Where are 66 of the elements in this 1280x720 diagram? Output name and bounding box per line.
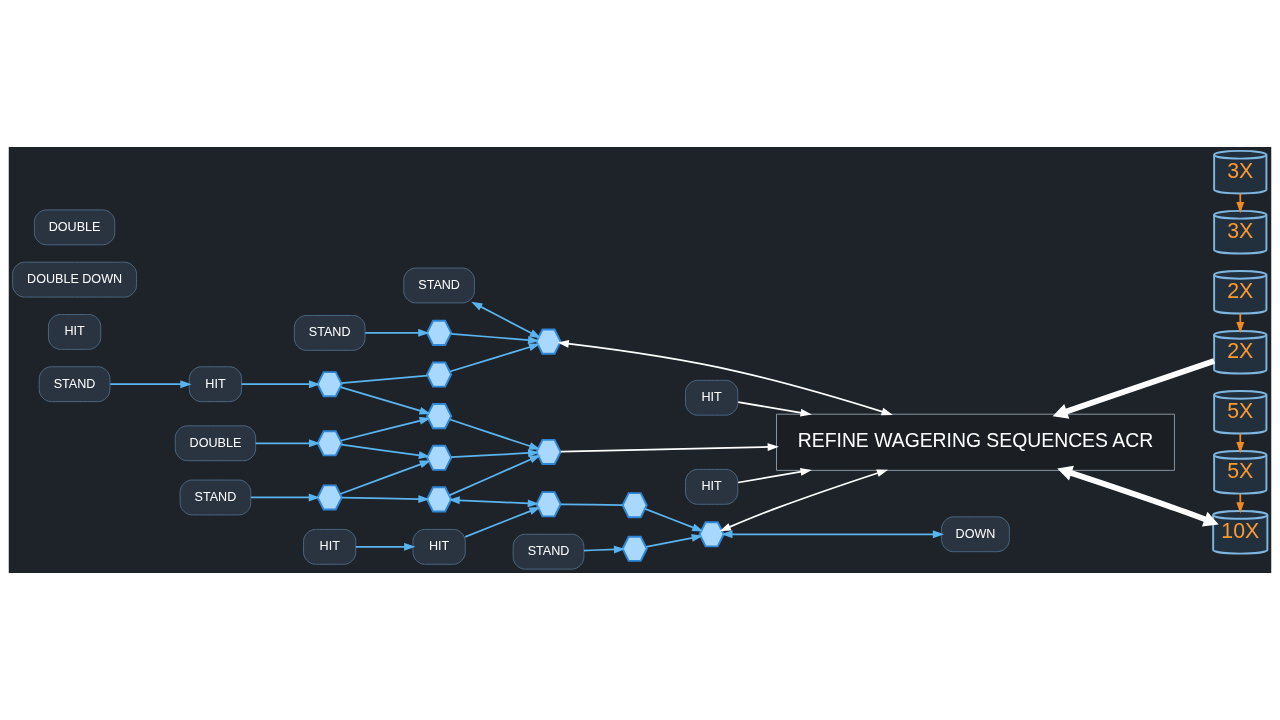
node-hexagon (425, 486, 453, 513)
node-hexagon (316, 484, 343, 511)
arrow (471, 301, 541, 339)
arrow (355, 542, 416, 551)
arrow (254, 439, 321, 448)
arrow (339, 416, 431, 442)
arrow (644, 508, 704, 532)
node-hexagon (621, 535, 648, 562)
arrow (737, 401, 812, 417)
arrow (583, 545, 626, 554)
node-hexagon (425, 361, 453, 388)
node-box: STAND (293, 314, 366, 351)
arrow (339, 460, 431, 495)
arrow (721, 530, 945, 539)
arrow (1057, 465, 1219, 527)
node-box: DOWN (941, 516, 1010, 553)
arrow (737, 467, 812, 484)
arrow (340, 495, 430, 503)
node-hexagon (425, 319, 453, 346)
arrow (448, 496, 539, 508)
node-hexagon (425, 444, 453, 471)
arrow (557, 339, 893, 416)
connector (559, 503, 624, 506)
arrow (250, 493, 320, 502)
node-box: HIT (685, 379, 739, 416)
arrow (1236, 192, 1245, 214)
node-hexagon (698, 521, 725, 548)
node-hexagon (316, 371, 343, 398)
arrow (339, 386, 431, 415)
node-box: HIT (188, 366, 243, 403)
node-box: STAND (512, 533, 585, 570)
node-box: REFINE WAGERING SEQUENCES ACR (776, 413, 1175, 471)
node-box: STAND (179, 479, 252, 516)
arrow (448, 454, 541, 497)
node-box: HIT (47, 314, 102, 350)
arrow (364, 328, 430, 337)
arrow (240, 380, 321, 389)
arrow (450, 449, 540, 459)
arrow (449, 418, 541, 450)
arrow (1236, 312, 1245, 334)
node-hexagon (535, 328, 562, 355)
arrow (1052, 358, 1216, 419)
connector (340, 374, 429, 385)
node-box: DOUBLE (174, 425, 257, 462)
node-box: HIT (303, 528, 357, 565)
arrow (449, 343, 541, 373)
node-hexagon (425, 403, 453, 430)
arrow (340, 443, 431, 460)
node-hexagon (535, 438, 562, 466)
node-box: HIT (685, 468, 739, 505)
node-hexagon (316, 430, 343, 457)
node-box: DOUBLE DOWN (12, 261, 138, 298)
arrow (450, 332, 540, 344)
arrow (1236, 432, 1245, 454)
node-box: DOUBLE (33, 209, 116, 246)
node-box: STAND (403, 267, 475, 304)
arrow (719, 469, 889, 532)
arrow (559, 443, 779, 453)
arrow (645, 534, 703, 548)
arrow (464, 507, 541, 538)
arrow (109, 380, 192, 389)
node-box: HIT (412, 528, 466, 565)
node-hexagon (535, 491, 562, 518)
node-box: STAND (38, 366, 111, 403)
arrow (1236, 492, 1245, 514)
node-hexagon (621, 492, 648, 519)
